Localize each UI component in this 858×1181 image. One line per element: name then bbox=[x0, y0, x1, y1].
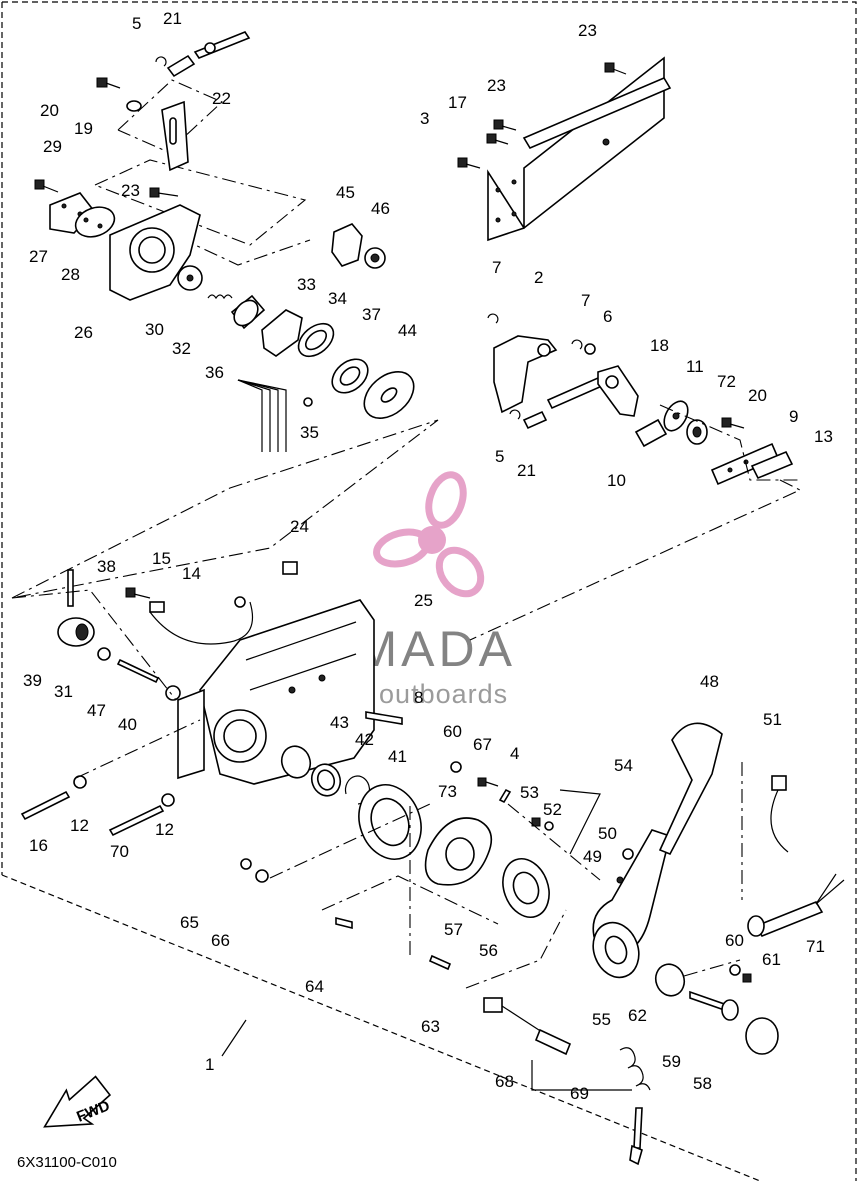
label-7b: 7 bbox=[581, 291, 590, 310]
label-40: 40 bbox=[118, 715, 137, 734]
label-7a: 7 bbox=[492, 258, 501, 277]
label-17: 17 bbox=[448, 93, 467, 112]
label-67: 67 bbox=[473, 735, 492, 754]
label-73: 73 bbox=[438, 782, 457, 801]
label-28: 28 bbox=[61, 265, 80, 284]
label-12b: 12 bbox=[155, 820, 174, 839]
label-24: 24 bbox=[290, 517, 309, 536]
label-16: 16 bbox=[29, 836, 48, 855]
label-60b: 60 bbox=[725, 931, 744, 950]
label-39: 39 bbox=[23, 671, 42, 690]
label-27: 27 bbox=[29, 247, 48, 266]
control-box-group bbox=[11, 561, 403, 837]
label-56: 56 bbox=[479, 941, 498, 960]
label-12a: 12 bbox=[70, 816, 89, 835]
label-37: 37 bbox=[362, 305, 381, 324]
label-18: 18 bbox=[650, 336, 669, 355]
label-23c: 23 bbox=[487, 76, 506, 95]
label-22: 22 bbox=[212, 89, 231, 108]
label-5a: 5 bbox=[132, 14, 141, 33]
label-29: 29 bbox=[43, 137, 62, 156]
label-45: 45 bbox=[336, 183, 355, 202]
label-60a: 60 bbox=[443, 722, 462, 741]
label-23b: 23 bbox=[578, 21, 597, 40]
label-4: 4 bbox=[510, 744, 519, 763]
label-9: 9 bbox=[789, 407, 798, 426]
label-21b: 21 bbox=[517, 461, 536, 480]
label-20a: 20 bbox=[40, 101, 59, 120]
part-labels: 5 21 20 19 22 29 23 27 28 26 45 46 30 32… bbox=[23, 9, 833, 1103]
label-53: 53 bbox=[520, 783, 539, 802]
label-35: 35 bbox=[300, 423, 319, 442]
label-2: 2 bbox=[534, 268, 543, 287]
label-31: 31 bbox=[54, 682, 73, 701]
label-15: 15 bbox=[152, 549, 171, 568]
label-50: 50 bbox=[598, 824, 617, 843]
label-58: 58 bbox=[693, 1074, 712, 1093]
label-61: 61 bbox=[762, 950, 781, 969]
label-43: 43 bbox=[330, 713, 349, 732]
label-49: 49 bbox=[583, 847, 602, 866]
diagram-code: 6X31100-C010 bbox=[17, 1154, 117, 1171]
label-23a: 23 bbox=[121, 181, 140, 200]
label-36: 36 bbox=[205, 363, 224, 382]
label-5b: 5 bbox=[495, 447, 504, 466]
label-6: 6 bbox=[603, 307, 612, 326]
label-13: 13 bbox=[814, 427, 833, 446]
fwd-arrow-icon: FWD bbox=[43, 1075, 112, 1128]
label-69: 69 bbox=[570, 1084, 589, 1103]
label-42: 42 bbox=[355, 730, 374, 749]
label-25: 25 bbox=[414, 591, 433, 610]
label-20b: 20 bbox=[748, 386, 767, 405]
label-19: 19 bbox=[74, 119, 93, 138]
label-11: 11 bbox=[686, 357, 704, 376]
label-63: 63 bbox=[421, 1017, 440, 1036]
label-21a: 21 bbox=[163, 9, 182, 28]
label-41: 41 bbox=[388, 747, 407, 766]
label-66: 66 bbox=[211, 931, 230, 950]
label-52: 52 bbox=[543, 800, 562, 819]
label-47: 47 bbox=[87, 701, 106, 720]
label-65: 65 bbox=[180, 913, 199, 932]
label-44: 44 bbox=[398, 321, 417, 340]
lever-handle-group bbox=[221, 722, 845, 1166]
label-3: 3 bbox=[420, 109, 429, 128]
label-55: 55 bbox=[592, 1010, 611, 1029]
label-59: 59 bbox=[662, 1052, 681, 1071]
label-14: 14 bbox=[182, 564, 201, 583]
label-57: 57 bbox=[444, 920, 463, 939]
label-33: 33 bbox=[297, 275, 316, 294]
label-34: 34 bbox=[328, 289, 347, 308]
label-68: 68 bbox=[495, 1072, 514, 1091]
label-72: 72 bbox=[717, 372, 736, 391]
label-71: 71 bbox=[806, 937, 825, 956]
label-51: 51 bbox=[763, 710, 782, 729]
label-30: 30 bbox=[145, 320, 164, 339]
label-10: 10 bbox=[607, 471, 626, 490]
label-38: 38 bbox=[97, 557, 116, 576]
label-46: 46 bbox=[371, 199, 390, 218]
label-32: 32 bbox=[172, 339, 191, 358]
label-70: 70 bbox=[110, 842, 129, 861]
bracket-assembly-group bbox=[11, 31, 439, 599]
label-8: 8 bbox=[414, 688, 423, 707]
label-64: 64 bbox=[305, 977, 324, 996]
label-54: 54 bbox=[614, 756, 633, 775]
label-62: 62 bbox=[628, 1006, 647, 1025]
label-26: 26 bbox=[74, 323, 93, 342]
plate-linkage-group bbox=[457, 56, 802, 641]
label-48: 48 bbox=[700, 672, 719, 691]
label-1: 1 bbox=[205, 1055, 214, 1074]
